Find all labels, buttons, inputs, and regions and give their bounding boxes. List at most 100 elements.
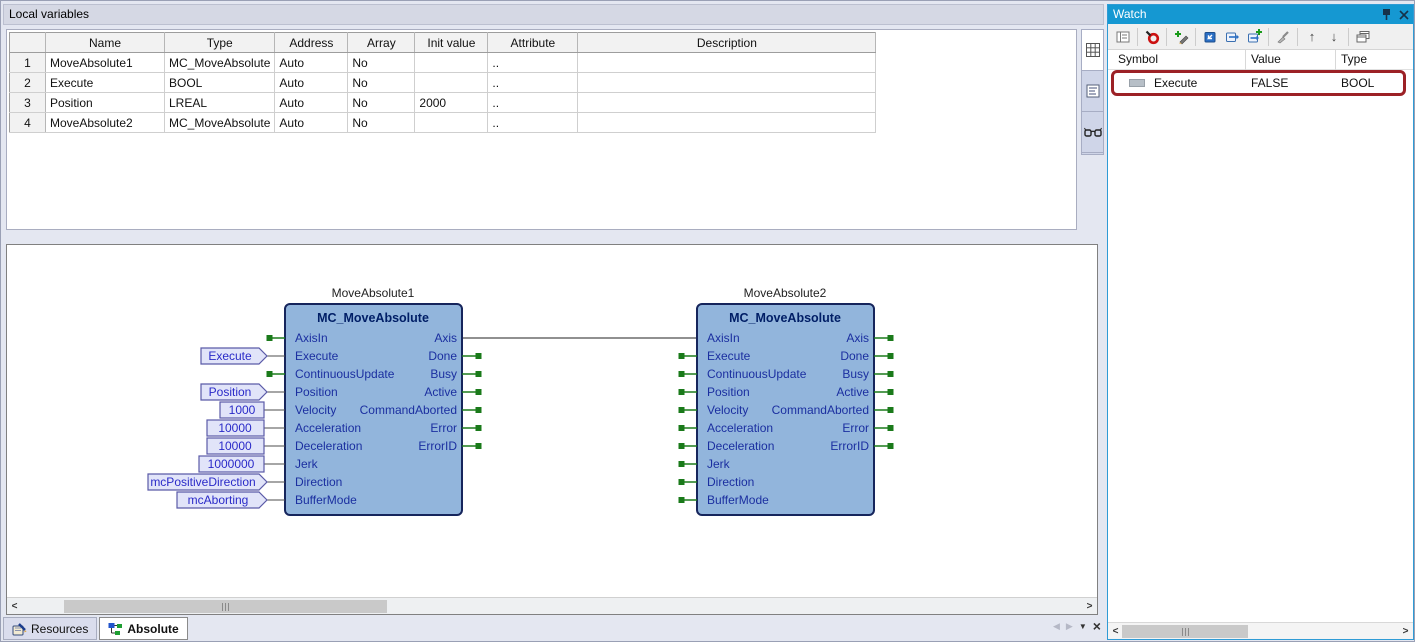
scroll-right-arrow[interactable]: > [1402,626,1409,637]
variable-row[interactable]: 1 MoveAbsolute1 MC_MoveAbsolute Auto No … [9,52,877,73]
literal-value[interactable]: 10000 [218,421,252,435]
col-type[interactable]: Type [1341,52,1368,66]
cell-type[interactable]: BOOL [164,72,276,93]
cell-attribute[interactable]: .. [487,52,579,73]
cell-type[interactable]: MC_MoveAbsolute [164,52,276,73]
grid-view-button[interactable] [1082,30,1103,71]
tab-close-icon[interactable]: × [1092,618,1101,634]
cell-type[interactable]: LREAL [164,92,276,113]
row-number[interactable]: 2 [9,72,46,93]
scrollbar-thumb[interactable] [64,600,387,613]
col-header-attribute[interactable]: Attribute [487,32,579,53]
tab-resources[interactable]: Resources [3,617,98,640]
variable-tag[interactable] [200,347,268,365]
cell-description[interactable] [577,112,877,133]
scroll-left-arrow[interactable]: < [11,601,18,612]
row-number[interactable]: 4 [9,112,46,133]
watch-titlebar[interactable]: Watch [1108,5,1413,24]
cell-initvalue[interactable]: 2000 [414,92,489,113]
move-up-button[interactable]: ↑ [1308,29,1316,44]
literal-value[interactable]: 10000 [218,439,252,453]
cell-array[interactable]: No [347,72,416,93]
cell-address[interactable]: Auto [274,92,349,113]
cell-name[interactable]: MoveAbsolute1 [45,52,165,73]
enum-tag[interactable] [147,473,268,491]
cascade-button[interactable] [1352,26,1374,48]
tab-scroll-left-icon[interactable]: ◀ [1053,620,1060,631]
row-number[interactable]: 3 [9,92,46,113]
monitoring-button[interactable] [1141,26,1163,48]
input-stub[interactable] [678,353,697,503]
cell-address[interactable]: Auto [274,72,349,93]
cell-initvalue[interactable] [414,72,489,93]
literal-box[interactable] [198,455,265,473]
literal-box[interactable] [206,419,265,437]
tag-label[interactable]: Execute [208,349,252,363]
enum-label[interactable]: mcAborting [188,493,249,507]
move-down-button[interactable]: ↓ [1330,29,1338,44]
cell-attribute[interactable]: .. [487,112,579,133]
cell-description[interactable] [577,52,877,73]
variable-row[interactable]: 3 Position LREAL Auto No 2000 .. [9,92,877,113]
input-stub[interactable] [266,335,285,377]
scrollbar-thumb[interactable] [1122,625,1248,638]
variable-tag[interactable] [200,383,268,401]
col-header-description[interactable]: Description [577,32,877,53]
cell-address[interactable]: Auto [274,112,349,133]
variable-row[interactable]: 2 Execute BOOL Auto No .. [9,72,877,93]
tab-absolute[interactable]: Absolute [99,617,188,640]
fbd-canvas[interactable]: MoveAbsolute1 MC_MoveAbsolute AxisIn Exe… [7,245,1097,597]
unforce-values-button[interactable] [1221,26,1243,48]
fb-instance-label[interactable]: MoveAbsolute1 [332,286,415,300]
cell-description[interactable] [577,72,877,93]
cell-type[interactable]: MC_MoveAbsolute [164,112,276,133]
diagram-hscrollbar[interactable]: < > [7,597,1097,614]
cell-name[interactable]: Position [45,92,165,113]
declaration-view-button[interactable] [1082,71,1103,112]
watch-value[interactable]: FALSE [1251,76,1289,90]
cell-array[interactable]: No [347,52,416,73]
col-symbol[interactable]: Symbol [1118,52,1159,66]
watch-hscrollbar[interactable]: < > [1108,622,1413,639]
tab-list-dropdown-icon[interactable]: ▼ [1078,621,1087,631]
variable-row[interactable]: 4 MoveAbsolute2 MC_MoveAbsolute Auto No … [9,112,877,133]
cell-initvalue[interactable] [414,112,489,133]
cell-attribute[interactable]: .. [487,72,579,93]
clean-button[interactable] [1272,26,1294,48]
cell-address[interactable]: Auto [274,52,349,73]
fb-instance-label[interactable]: MoveAbsolute2 [744,286,827,300]
col-header-type[interactable]: Type [164,32,276,53]
watchlist-form-button[interactable] [1112,26,1134,48]
force-values-button[interactable] [1199,26,1221,48]
literal-value[interactable]: 1000000 [208,457,255,471]
fbd-editor-panel[interactable]: MoveAbsolute1 MC_MoveAbsolute AxisIn Exe… [6,244,1098,615]
cell-array[interactable]: No [347,92,416,113]
cell-array[interactable]: No [347,112,416,133]
output-stub[interactable] [462,353,482,449]
literal-box[interactable] [206,437,265,455]
col-value[interactable]: Value [1251,52,1281,66]
literal-value[interactable]: 1000 [229,403,256,417]
row-number[interactable]: 1 [9,52,46,73]
enum-label[interactable]: mcPositiveDirection [150,475,255,489]
watch-symbol[interactable]: Execute [1154,76,1198,90]
add-force-button[interactable] [1243,26,1265,48]
watch-view-button[interactable] [1082,112,1103,153]
col-header-initvalue[interactable]: Init value [414,32,489,53]
col-header-rownum[interactable] [9,32,46,53]
pin-icon[interactable] [1382,8,1391,21]
enum-tag[interactable] [176,491,268,509]
col-header-array[interactable]: Array [347,32,416,53]
cell-name[interactable]: Execute [45,72,165,93]
scroll-right-arrow[interactable]: > [1086,601,1093,612]
scroll-left-arrow[interactable]: < [1112,626,1119,637]
output-stub[interactable] [874,335,894,449]
col-header-name[interactable]: Name [45,32,165,53]
write-values-button[interactable] [1170,26,1192,48]
tab-scroll-right-icon[interactable]: ▶ [1065,620,1073,631]
tag-label[interactable]: Position [209,385,252,399]
close-icon[interactable] [1399,9,1409,20]
watch-row-highlighted[interactable]: Execute FALSE BOOL [1111,70,1406,96]
cell-attribute[interactable]: .. [487,92,579,113]
literal-box[interactable] [219,401,265,419]
